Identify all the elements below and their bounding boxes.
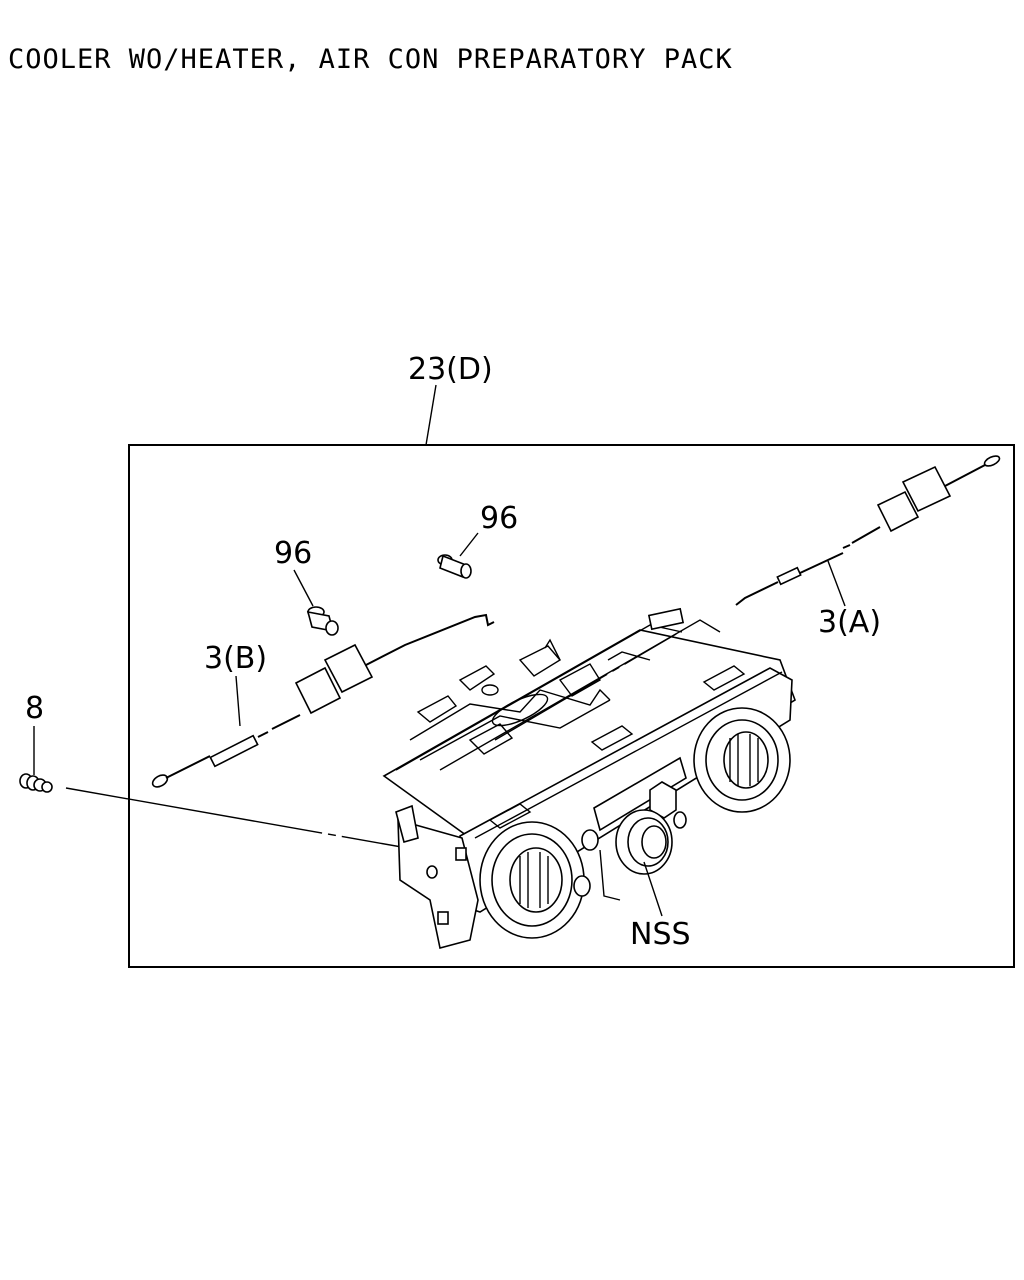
callout-cable-b: 3(B): [204, 641, 267, 676]
leader-cable-b: [235, 675, 241, 727]
leader-cable-a: [827, 560, 846, 607]
screw-axis-line: [65, 787, 431, 853]
clip-96-upper: [437, 554, 472, 579]
callout-clip-lower: 96: [274, 536, 312, 571]
callout-assembly: 23(D): [408, 352, 493, 387]
callout-knob: NSS: [630, 917, 691, 952]
heater-control-panel: [382, 607, 796, 949]
leader-clip-upper: [459, 532, 479, 557]
callout-clip-upper: 96: [480, 501, 518, 536]
screw-8: [19, 773, 53, 793]
assembly-frame: [128, 444, 1015, 968]
diagram-title: COOLER WO/HEATER, AIR CON PREPARATORY PA…: [8, 44, 733, 75]
cable-3a: [735, 455, 1001, 606]
callout-cable-a: 3(A): [818, 605, 881, 640]
leader-knob: [643, 861, 663, 917]
clip-96-lower: [306, 606, 339, 636]
leader-assembly: [425, 384, 437, 446]
cable-3b: [151, 613, 495, 788]
callout-screw: 8: [25, 691, 44, 726]
leader-clip-lower: [293, 569, 314, 607]
